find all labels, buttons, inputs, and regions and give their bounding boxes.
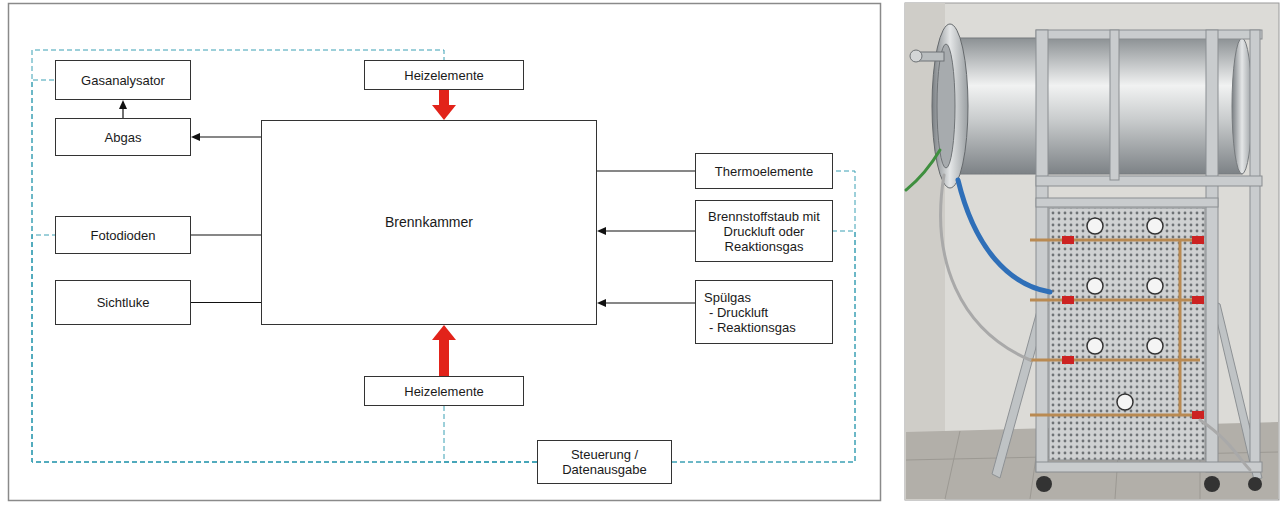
gas-pipes-part — [1030, 299, 1200, 302]
box-label: Spülgas — [704, 290, 751, 305]
window-box: Sichtluke — [55, 280, 191, 325]
cylinder-end — [1232, 38, 1252, 174]
chamber-box: Brennkammer — [261, 120, 597, 325]
box-label: - Druckluft — [704, 305, 768, 320]
valve-handles-part — [1192, 296, 1204, 304]
frame-profiles-part — [1110, 30, 1119, 180]
valve-handles-part — [1062, 236, 1074, 244]
pressure-gauges-part — [1087, 278, 1103, 294]
supply-box: Brennstoffstaub mit Druckluft oder Reakt… — [695, 200, 833, 262]
perforated-panel — [1049, 208, 1205, 460]
castor-wheels-part — [1248, 477, 1262, 491]
pressure-gauges-part — [1087, 338, 1103, 354]
frame-profiles-part — [1036, 30, 1262, 39]
sensor-box: Thermoelemente — [695, 153, 833, 189]
box-label: Brennstoffstaub mit Druckluft oder Reakt… — [706, 209, 822, 254]
frame-profiles-part — [1036, 176, 1262, 186]
sensor-box: Fotodioden — [55, 216, 191, 254]
gas-pipes-part — [1030, 359, 1200, 362]
box-label: Steuerung / Datenausgabe — [544, 447, 665, 477]
castor-wheels-part — [1036, 476, 1052, 492]
pressure-gauges-part — [1147, 278, 1163, 294]
gas-pipes-part — [1030, 239, 1200, 242]
heat-arrow — [439, 340, 449, 376]
heater-box: Heizelemente — [364, 376, 524, 406]
photo-wall — [905, 3, 1279, 500]
flow-arrow — [606, 302, 695, 303]
hoses — [906, 150, 1250, 470]
control-line — [444, 406, 537, 462]
box-label: Heizelemente — [404, 68, 484, 83]
supply-box: Spülgas- Druckluft- Reaktionsgas — [695, 280, 833, 344]
valve-handles-part — [1062, 356, 1074, 364]
box-label: Heizelemente — [404, 384, 484, 399]
box-label: - Reaktionsgas — [704, 320, 796, 335]
flow-arrow — [606, 230, 695, 231]
connector-layer-part — [32, 50, 855, 462]
flange-valve — [910, 50, 944, 62]
heater-box: Heizelemente — [364, 60, 524, 90]
flow-arrow — [191, 234, 261, 235]
chamber-cylinder — [950, 38, 1242, 174]
valve-handles — [1062, 236, 1204, 419]
gas-pipes — [1030, 240, 1200, 415]
flange-valve-part — [910, 50, 922, 62]
valve-handles-part — [1192, 236, 1204, 244]
pressure-gauges-part — [1147, 338, 1163, 354]
frame-profiles — [1036, 30, 1262, 472]
pressure-gauges-part — [1087, 218, 1103, 234]
box-label: Abgas — [105, 130, 142, 145]
pressure-gauges-part — [1147, 218, 1163, 234]
hoses-part — [906, 150, 940, 190]
box-label: Gasanalysator — [81, 73, 165, 88]
box-label: Brennkammer — [385, 215, 473, 230]
flow-arrow — [200, 136, 261, 137]
frame-profiles-part — [1250, 30, 1260, 472]
castor-wheels — [1036, 476, 1262, 492]
apparatus-photo — [905, 3, 1279, 500]
gas-pipes-part — [1179, 240, 1182, 415]
heat-arrow — [439, 90, 449, 105]
control-line — [672, 171, 855, 462]
frame-profiles-part — [1036, 198, 1218, 207]
flow-arrow — [597, 170, 695, 171]
hoses-part — [1200, 420, 1250, 470]
flow-arrow — [122, 109, 123, 118]
control-box: Steuerung / Datenausgabe — [537, 440, 672, 484]
frame-profiles-part — [1036, 30, 1048, 472]
box-label: Thermoelemente — [715, 164, 813, 179]
pressure-gauges-part — [1117, 394, 1133, 410]
box-label: Fotodioden — [90, 228, 155, 243]
floor-tiles-part — [945, 431, 960, 499]
castor-wheels-part — [1204, 476, 1220, 492]
diagram-frame — [9, 4, 881, 501]
valve-handles-part — [1062, 296, 1074, 304]
control-line — [672, 231, 855, 462]
frame-profiles-part — [1036, 462, 1262, 472]
pressure-gauges — [1087, 218, 1163, 410]
gas-pipes-part — [1030, 414, 1200, 417]
frame-profiles-part — [1206, 30, 1218, 472]
hoses-part — [958, 180, 1050, 292]
analyzer-box: Gasanalysator — [55, 60, 191, 100]
cylinder-flange — [932, 24, 968, 188]
valve-handles-part — [1192, 411, 1204, 419]
exhaust-box: Abgas — [55, 118, 191, 156]
flow-arrow — [191, 302, 261, 303]
box-label: Sichtluke — [97, 295, 150, 310]
hoses-part — [941, 175, 1030, 360]
